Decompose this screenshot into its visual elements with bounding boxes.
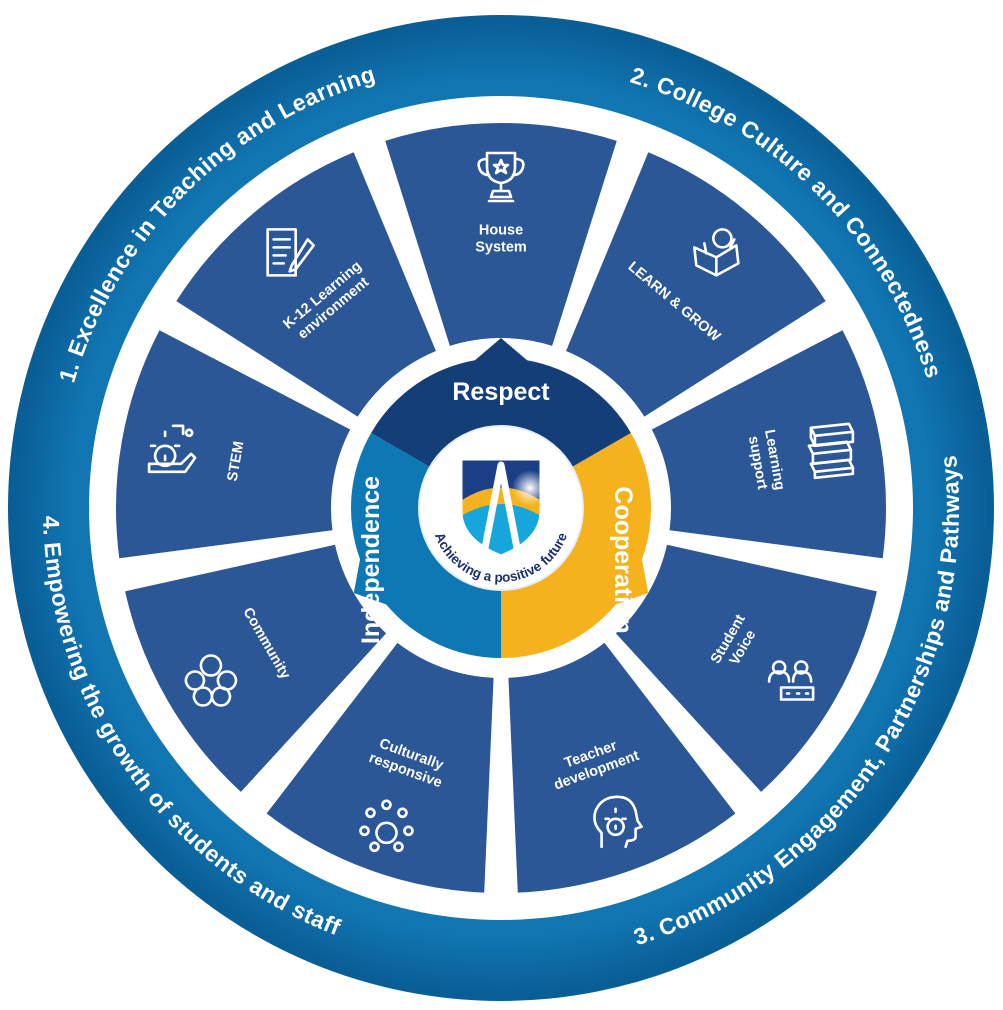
- people-speech-icon: [767, 660, 815, 701]
- segment-7: Community: [125, 544, 387, 792]
- books-icon: [807, 422, 855, 480]
- segment-4: StudentVoice: [615, 544, 877, 792]
- segment-9: K-12 Learningenvironment: [176, 152, 436, 417]
- reading-person-icon: [693, 228, 740, 277]
- segment-2: LEARN & GROW: [566, 152, 826, 417]
- segment-shape: [566, 152, 826, 417]
- segment-shape: [508, 642, 736, 893]
- segment-shape: [116, 330, 351, 559]
- segment-shape: [266, 642, 494, 893]
- segment-label: STEM: [225, 440, 248, 482]
- segment-shape: [385, 123, 617, 346]
- stem-gear-flask-icon: [147, 424, 197, 474]
- segment-shape: [125, 544, 387, 792]
- independence-label: Independence: [357, 476, 385, 644]
- shield-outline: [459, 457, 543, 558]
- segment-5: Teacherdevelopment: [508, 642, 736, 893]
- respect-label: Respect: [452, 378, 550, 406]
- segment-6: Culturallyresponsive: [266, 642, 494, 893]
- segment-shape: [176, 152, 436, 417]
- circle-of-people-icon: [359, 799, 414, 853]
- community-group-icon: [184, 654, 238, 707]
- segment-3: Learningsupport: [651, 330, 886, 559]
- segment-shape: [651, 330, 886, 559]
- college-logo: Achieving a positive future: [418, 425, 584, 591]
- trophy-icon: [477, 151, 525, 203]
- segment-8: STEM: [116, 330, 351, 559]
- head-gear-icon: [593, 795, 643, 849]
- letter-a-mark: [481, 461, 521, 549]
- segment-shape: [615, 544, 877, 792]
- document-pencil-icon: [266, 228, 315, 277]
- segment-label: Teacherdevelopment: [546, 732, 641, 794]
- cooperation-label: Cooperation: [609, 486, 637, 633]
